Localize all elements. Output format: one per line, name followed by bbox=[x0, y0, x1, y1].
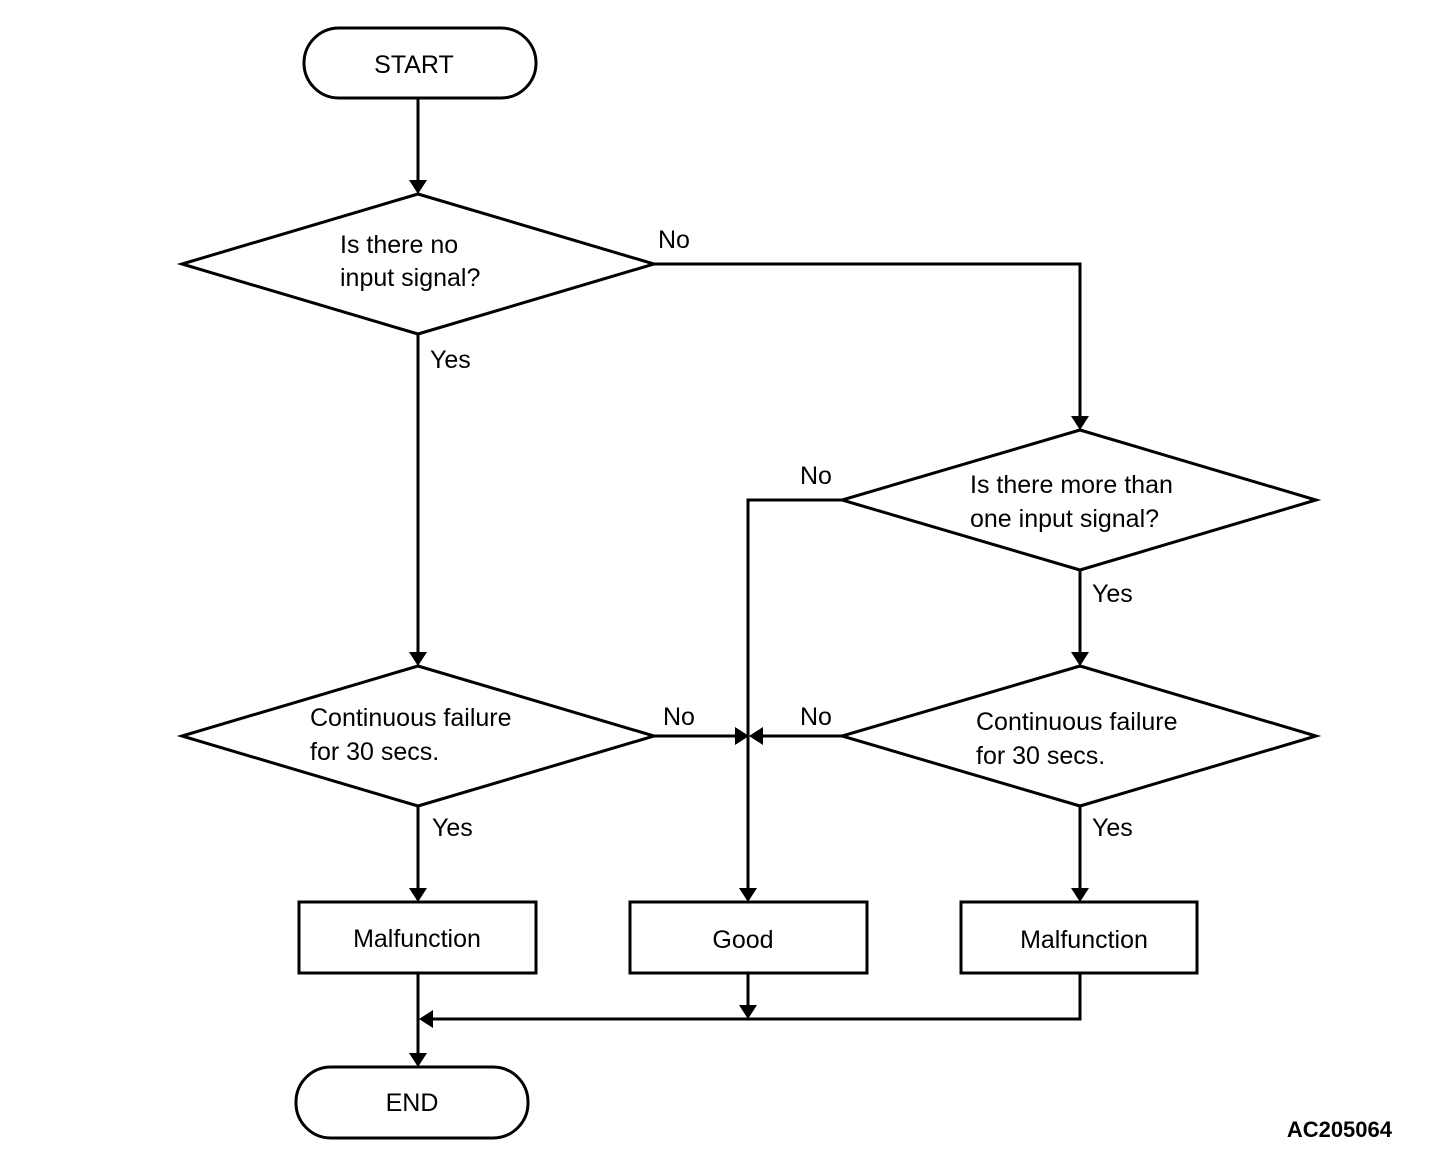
decision-no-input: Is there no input signal? bbox=[176, 192, 660, 336]
edge-no-input-no bbox=[654, 262, 1082, 416]
process-malfunction-right: Malfunction bbox=[959, 900, 1199, 975]
decision-continuous-right-line-2: for 30 secs. bbox=[976, 742, 1105, 770]
arrowhead-left-icon bbox=[419, 1010, 433, 1028]
edge-label-cont-left-yes: Yes bbox=[432, 814, 473, 842]
end-terminal: END bbox=[294, 1065, 530, 1140]
arrowhead-down-icon bbox=[409, 180, 427, 194]
arrowhead-down-icon bbox=[409, 652, 427, 666]
figure-code: AC205064 bbox=[1287, 1117, 1393, 1142]
arrowhead-down-icon bbox=[739, 1005, 757, 1019]
edge-label-cont-right-yes: Yes bbox=[1092, 814, 1133, 842]
decision-continuous-left-line-1: Continuous failure bbox=[310, 704, 512, 732]
arrowhead-down-icon bbox=[1071, 652, 1089, 666]
start-label: START bbox=[374, 51, 454, 79]
arrowhead-down-icon bbox=[409, 1053, 427, 1067]
decision-more-input: Is there more than one input signal? bbox=[836, 428, 1322, 572]
malfunction-right-label: Malfunction bbox=[1020, 926, 1148, 954]
decision-more-input-line-1: Is there more than bbox=[970, 471, 1173, 499]
arrowhead-down-icon bbox=[739, 888, 757, 902]
start-terminal: START bbox=[302, 26, 538, 100]
edge-label-no-input-yes: Yes bbox=[430, 346, 471, 374]
decision-no-input-line-2: input signal? bbox=[340, 264, 480, 292]
edge-malf-right-merge bbox=[433, 973, 1082, 1021]
process-good: Good bbox=[628, 900, 869, 975]
edge-label-cont-right-no: No bbox=[800, 703, 832, 731]
arrowhead-down-icon bbox=[1071, 888, 1089, 902]
good-label: Good bbox=[712, 926, 773, 954]
edge-label-more-input-yes: Yes bbox=[1092, 580, 1133, 608]
arrowhead-left-icon bbox=[749, 727, 763, 745]
connectors bbox=[409, 98, 1089, 1067]
arrowhead-right-icon bbox=[735, 727, 749, 745]
edge-labels: No Yes No Yes No No Yes Yes bbox=[430, 226, 1133, 842]
edge-label-no-input-no: No bbox=[658, 226, 690, 254]
arrowhead-down-icon bbox=[1071, 416, 1089, 430]
decision-continuous-right: Continuous failure for 30 secs. bbox=[836, 664, 1322, 808]
decision-continuous-left-line-2: for 30 secs. bbox=[310, 738, 439, 766]
edge-more-input-no bbox=[746, 498, 842, 888]
decision-no-input-line-1: Is there no bbox=[340, 231, 458, 259]
edge-label-more-input-no: No bbox=[800, 462, 832, 490]
decision-continuous-right-line-1: Continuous failure bbox=[976, 708, 1178, 736]
malfunction-left-label: Malfunction bbox=[353, 925, 481, 953]
decision-more-input-line-2: one input signal? bbox=[970, 505, 1159, 533]
process-malfunction-left: Malfunction bbox=[297, 900, 538, 975]
decision-continuous-left: Continuous failure for 30 secs. bbox=[176, 664, 660, 808]
edge-label-cont-left-no: No bbox=[663, 703, 695, 731]
end-label: END bbox=[386, 1089, 439, 1117]
arrowhead-down-icon bbox=[409, 888, 427, 902]
